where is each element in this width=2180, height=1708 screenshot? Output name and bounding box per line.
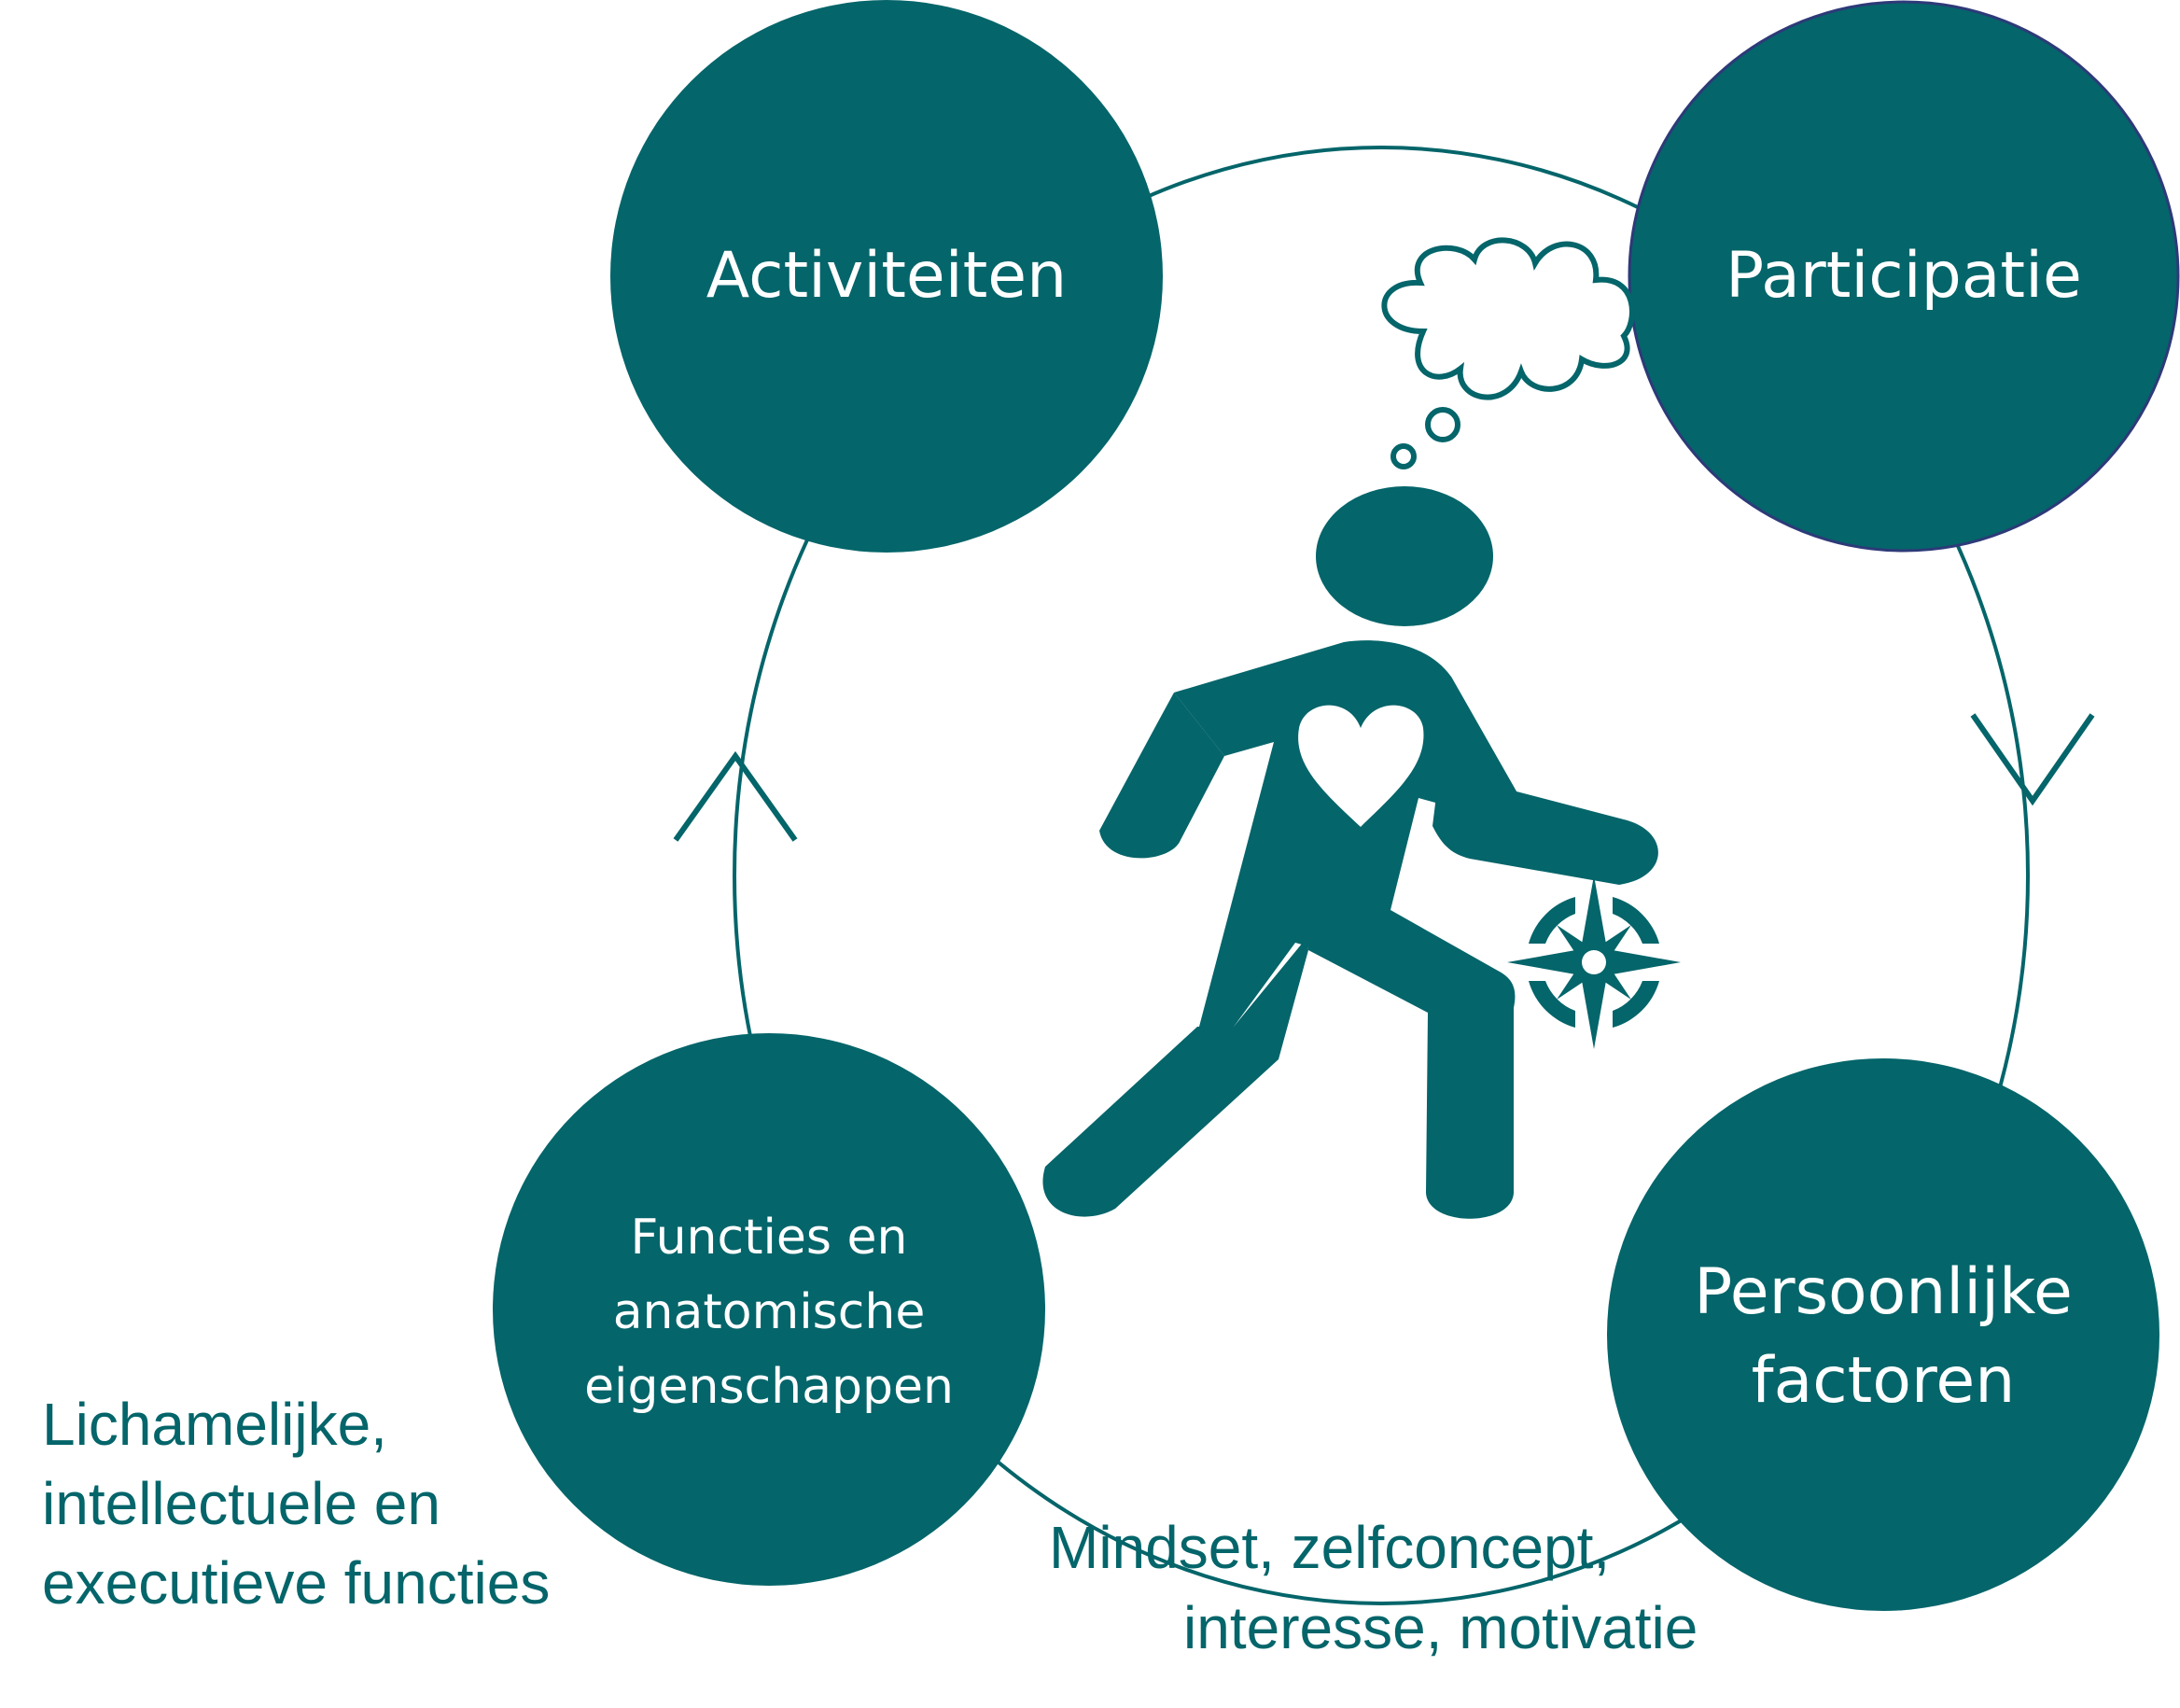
node-activiteiten-circle [610,0,1163,553]
arrow-up-icon [673,750,798,842]
node-persoonlijke-circle [1607,1058,2159,1611]
caption-functies-line-3: executieve functies [42,1549,550,1617]
node-functies-label-line-1: Functies en [631,1210,908,1266]
caption-functies-line-1: Lichamelijke, [42,1391,387,1458]
node-functies: Functies en anatomische eigenschappen [493,1033,1045,1586]
node-persoonlijke-label-line-2: factoren [1752,1344,2016,1418]
compass-icon [1507,875,1681,1049]
node-participatie-circle [1628,0,2180,553]
arrow-down-icon [1970,713,2095,806]
caption-persoonlijke-line-1: Mindset, zelfconcept, [1049,1514,1610,1581]
head-icon [1316,486,1493,626]
caption-persoonlijke-detail: Mindset, zelfconcept, interesse, motivat… [1049,1514,1698,1661]
thought-cloud-icon [1381,237,1635,469]
caption-persoonlijke-line-2: interesse, motivatie [1183,1594,1698,1661]
person-walking-icon [1042,486,1658,1219]
heart-icon [1298,705,1424,827]
node-participatie-label: Participatie [1726,239,2082,313]
node-persoonlijke: Persoonlijke factoren [1607,1058,2159,1611]
node-functies-label-line-3: eigenschappen [584,1359,954,1415]
node-activiteiten-label: Activiteiten [706,239,1067,313]
caption-functies-detail: Lichamelijke, intellectuele en executiev… [42,1391,550,1617]
node-participatie: Participatie [1628,0,2180,553]
node-activiteiten: Activiteiten [610,0,1163,553]
node-persoonlijke-label-line-1: Persoonlijke [1694,1255,2073,1329]
node-functies-label-line-2: anatomische [613,1284,926,1340]
caption-functies-line-2: intellectuele en [42,1470,440,1537]
node-functies-circle [493,1033,1045,1586]
cycle-ring [733,146,2030,1605]
thought-bubble-medium [1425,407,1460,442]
thought-bubble-small [1390,443,1417,469]
